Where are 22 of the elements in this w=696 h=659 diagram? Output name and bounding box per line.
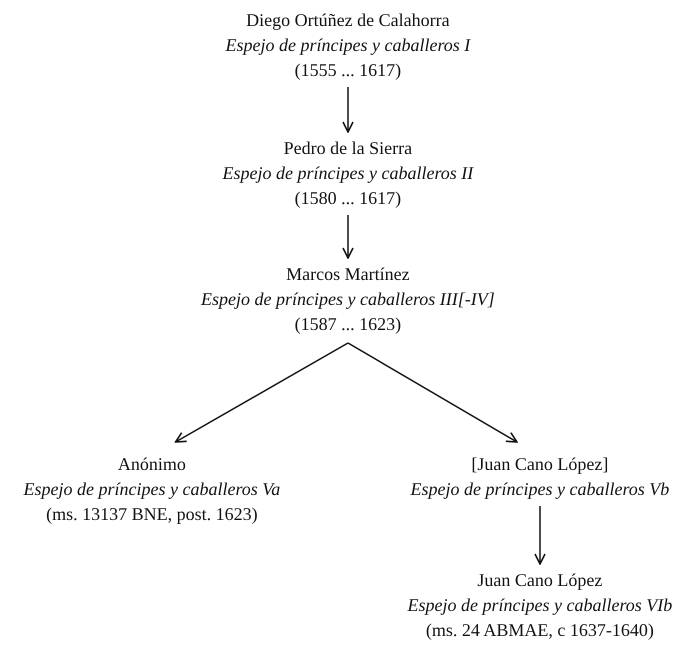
arrow (348, 342, 518, 443)
arrow (342, 215, 354, 259)
author-name: Juan Cano López (476, 569, 604, 592)
author-name: Diego Ortúñez de Calahorra (245, 9, 451, 32)
author-name: Marcos Martínez (285, 263, 411, 286)
work-title: Espejo de príncipes y caballeros I (226, 34, 470, 57)
arrow (534, 506, 546, 565)
arrow (342, 87, 354, 133)
work-title: Espejo de príncipes y caballeros III[-IV] (201, 288, 495, 311)
date-range: (1587 ... 1623) (294, 313, 402, 336)
work-title: Espejo de príncipes y caballeros Vb (410, 478, 670, 501)
work-title: Espejo de príncipes y caballeros II (222, 162, 474, 185)
date-range: (1580 ... 1617) (294, 187, 402, 210)
date-range: (1555 ... 1617) (294, 59, 402, 82)
arrow (174, 342, 348, 443)
work-title: Espejo de príncipes y caballeros VIb (408, 594, 672, 617)
date-range: (ms. 24 ABMAE, c 1637-1640) (424, 619, 655, 642)
author-name: Pedro de la Sierra (282, 137, 414, 160)
author-name: Anónimo (116, 453, 187, 476)
work-title: Espejo de príncipes y caballeros Va (24, 478, 280, 501)
author-name: [Juan Cano López] (470, 453, 610, 476)
date-range: (ms. 13137 BNE, post. 1623) (45, 503, 259, 526)
